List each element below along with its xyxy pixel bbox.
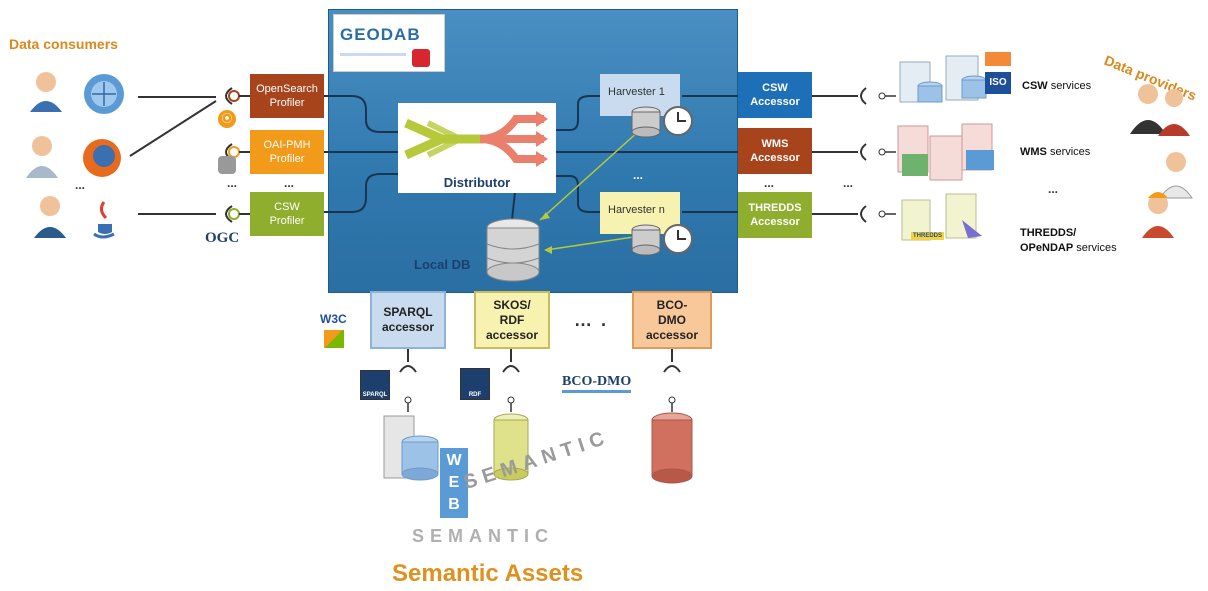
distributor-arrows-icon [404, 111, 548, 167]
thredds-accessor[interactable]: THREDDS Accessor [738, 192, 812, 238]
harvester-n[interactable]: Harvester n [600, 192, 680, 234]
csw-accessor[interactable]: CSW Accessor [738, 72, 812, 118]
consumers-ellipsis: ... [75, 178, 86, 192]
oai-pmh-profiler[interactable]: OAI-PMH Profiler [250, 130, 324, 174]
iso-logo-badge: ISO [985, 72, 1011, 94]
semantic-servers [383, 412, 693, 484]
wms-services-rest: services [1046, 146, 1091, 158]
user-icon [30, 72, 62, 112]
provider-icons [1130, 84, 1193, 238]
consumer-icons [26, 72, 124, 239]
worker-icon [1142, 192, 1174, 238]
sparql-logo-text: SPARQL [362, 392, 388, 398]
geodab-logo-text: GEODAB [340, 25, 421, 44]
distributor-box[interactable]: Distributor [398, 103, 556, 193]
geodab-logo: GEODAB [333, 14, 445, 72]
wms-services-label: WMS services [1020, 146, 1090, 158]
rdf-database-icon [493, 413, 529, 481]
user-icon [34, 196, 66, 238]
oai-icon [218, 156, 236, 174]
skos-rdf-accessor-label: SKOS/ RDF accessor [485, 297, 539, 342]
rdf-logo: RDF [460, 368, 490, 400]
semantic-web-cubes: WEB SEMANTIC SEMANTIC [412, 426, 622, 564]
geodab-logo-emblem [412, 49, 430, 67]
oai-pmh-profiler-label: OAI-PMH Profiler [263, 139, 311, 165]
skos-rdf-accessor[interactable]: SKOS/ RDF accessor [474, 291, 550, 349]
harvester-n-label: Harvester n [608, 204, 665, 216]
thredds-services-label: THREDDS/ OPeNDAP services [1020, 211, 1117, 256]
doctor-icon [1159, 152, 1193, 199]
local-db-label: Local DB [414, 257, 471, 272]
bco-dmo-accessor-label: BCO- DMO accessor [645, 297, 699, 342]
thredds-services-bold: THREDDS/ OPeNDAP [1020, 227, 1077, 254]
csw-server-icon [899, 55, 987, 103]
opensearch-profiler[interactable]: OpenSearch Profiler [250, 74, 324, 118]
harvester-n-db-clock-icon [631, 224, 693, 256]
csw-accessor-label: CSW Accessor [750, 82, 800, 108]
data-consumers-title: Data consumers [9, 36, 118, 52]
service-servers [897, 55, 994, 241]
bottom-accessors-ellipsis: … . [574, 310, 609, 330]
bco-dmo-database-icon [651, 412, 693, 484]
sparql-logo: SPARQL [360, 370, 390, 400]
csw-profiler-label: CSW Profiler [269, 201, 305, 227]
bco-dmo-logo: BCO-DMO [562, 374, 632, 393]
wms-accessor[interactable]: WMS Accessor [738, 128, 812, 174]
csw-services-rest: services [1047, 80, 1092, 92]
thredds-services-rest: services [1073, 242, 1117, 254]
profiler-side-ellipsis: ... [227, 176, 238, 190]
sparql-server-icon [383, 415, 439, 481]
thredds-accessor-label: THREDDS Accessor [748, 202, 802, 228]
wms-accessor-label: WMS Accessor [750, 138, 800, 164]
ogc-logo: OGC [205, 230, 240, 246]
harvesters-ellipsis: ... [633, 168, 644, 182]
services-ellipsis: ... [1048, 182, 1059, 196]
user-icon [26, 136, 58, 178]
rdf-logo-text: RDF [468, 392, 482, 398]
wms-server-icon [897, 123, 994, 181]
profilers-ellipsis: ... [284, 176, 295, 190]
rss-icon: ⦿ [218, 110, 236, 128]
database-icon [486, 218, 540, 282]
iso-logo [985, 52, 1011, 66]
w3c-logo: W3C [320, 312, 347, 326]
cubes-semantic-text-2: SEMANTIC [412, 526, 554, 546]
bco-dmo-accessor[interactable]: BCO- DMO accessor [632, 291, 712, 349]
distributor-label: Distributor [443, 175, 511, 190]
accessors-ellipsis: ... [764, 176, 775, 190]
thredds-logo: THREDDS [911, 232, 945, 240]
sparql-accessor-label: SPARQL accessor [381, 305, 435, 334]
java-icon [93, 201, 115, 239]
geodab-logo-underline [340, 53, 406, 56]
opensearch-profiler-label: OpenSearch Profiler [256, 83, 318, 109]
globe-icon [84, 74, 124, 114]
provider-user-icon [1130, 84, 1190, 136]
harvester-1-label: Harvester 1 [608, 86, 665, 98]
csw-services-bold: CSW [1022, 80, 1048, 92]
w3c-cube-icon [324, 330, 344, 348]
csw-services-label: CSW services [1022, 80, 1091, 92]
harvester-1-db-clock-icon [631, 106, 693, 138]
firefox-icon [83, 139, 121, 177]
semantic-assets-title: Semantic Assets [392, 560, 584, 587]
cubes-web-text: WEB [440, 448, 468, 518]
sparql-accessor[interactable]: SPARQL accessor [370, 291, 446, 349]
wms-services-bold: WMS [1020, 146, 1047, 158]
csw-profiler[interactable]: CSW Profiler [250, 192, 324, 236]
service-sockets-ellipsis: ... [843, 176, 854, 190]
